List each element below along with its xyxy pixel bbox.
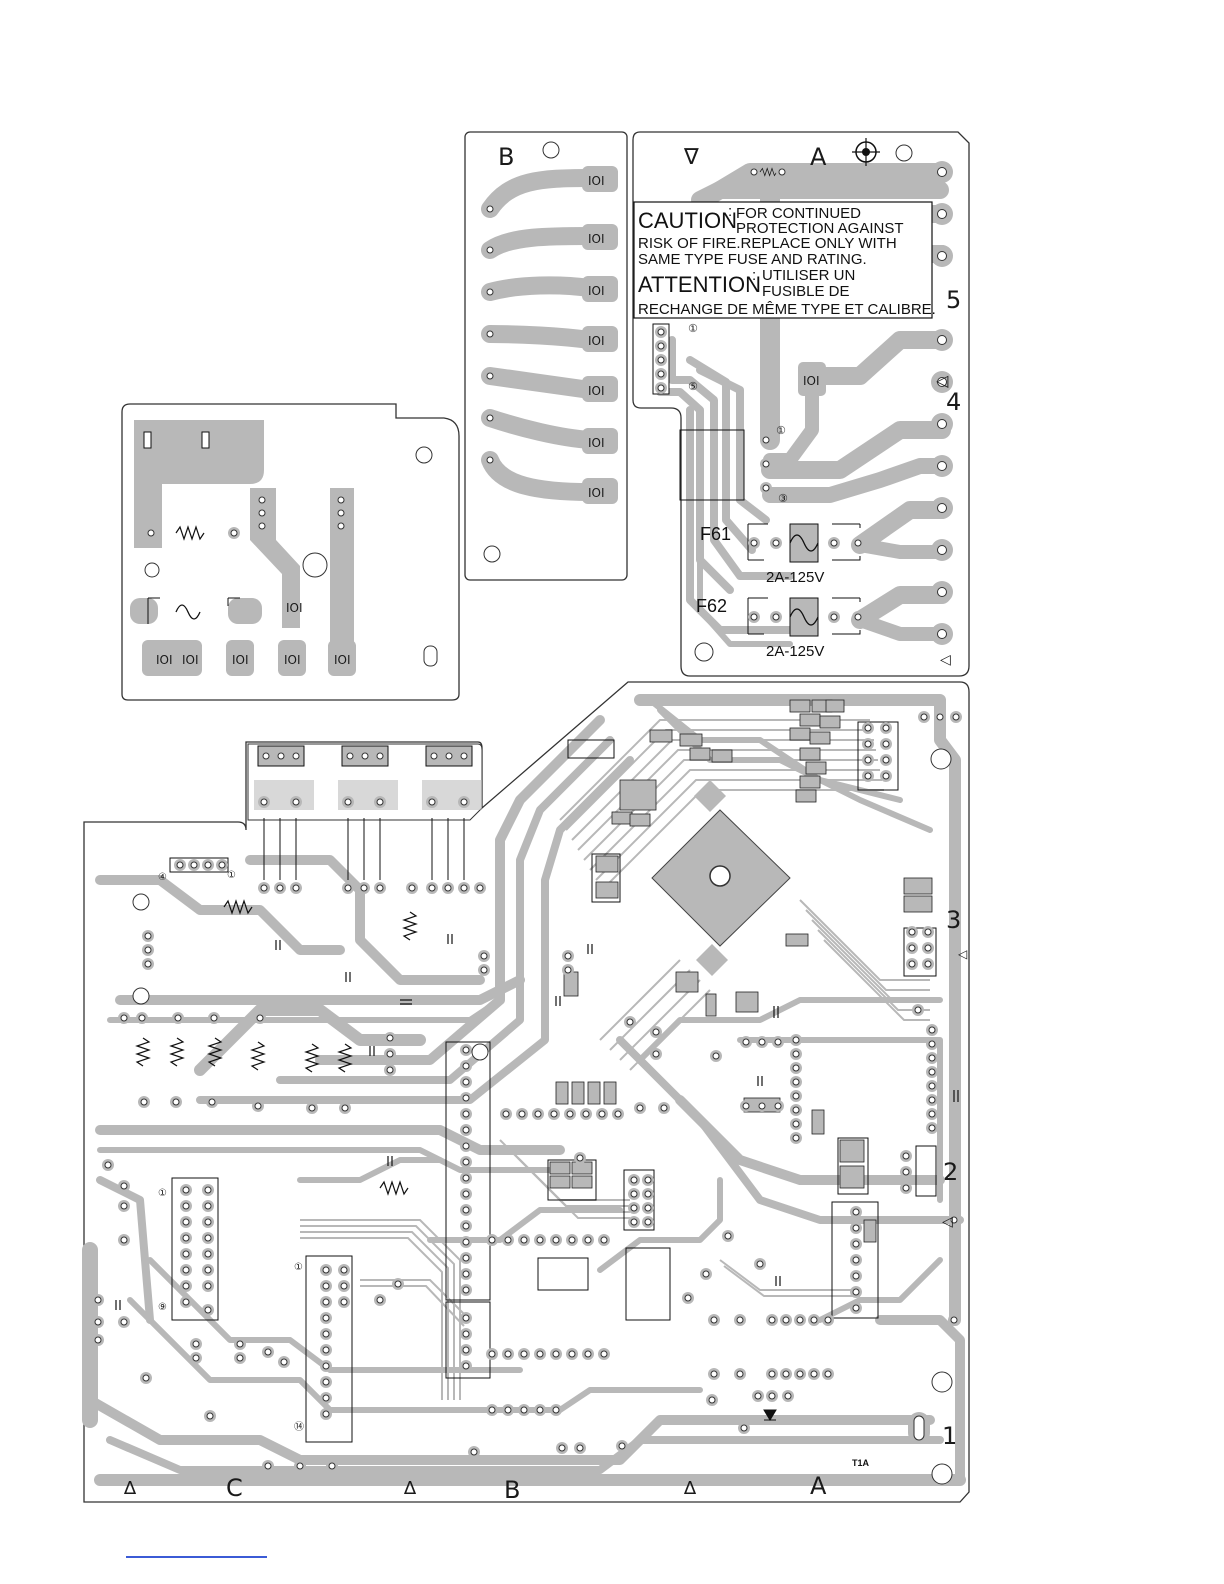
dip-ic-center-left: ① ⑭ [294,1255,353,1443]
fuse-f61-ref: F61 [700,524,731,544]
svg-text::: : [752,267,756,284]
svg-text:∆: ∆ [403,1478,417,1499]
svg-text:IOI: IOI [588,232,605,246]
svg-text:◁: ◁ [942,1214,953,1230]
left-power-board: IOI IOI IOI IOI IOI IOI [121,403,460,701]
fuse-f62-ref: F62 [696,596,727,616]
edge-number-1: 1 [942,1422,957,1450]
ic2-pin1-marker: ① [294,1262,303,1273]
bottom-zone-a: A [810,1472,827,1500]
capacitor-symbols [115,934,959,1310]
svg-text:IOI: IOI [588,486,605,500]
caution-heading: CAUTION [638,208,737,233]
fuse-board: ∇ A CAUTION : FOR CONTINUED PROTECTION A… [632,131,970,677]
fuse-f61: F61 2A-125V [700,523,865,586]
caution-line4: SAME TYPE FUSE AND RATING. [638,251,867,268]
speaker-terminal-board: B IOI IOI IOI IOI IOI IOI IOI [464,131,628,581]
bottom-zone-b: B [504,1476,520,1504]
caution-label: CAUTION : FOR CONTINUED PROTECTION AGAIN… [633,201,936,319]
main-pin-marker-1: ① [227,870,236,881]
caution-line3: RISK OF FIRE.REPLACE ONLY WITH [638,235,897,252]
main-board: ④ ① ① ⑨ ① ⑭ [82,681,970,1504]
svg-text:IOI: IOI [284,653,301,667]
svg-text:IOI: IOI [156,653,173,667]
fiducial-icon [852,138,880,166]
svg-text:IOI: IOI [588,284,605,298]
svg-text:IOI: IOI [334,653,351,667]
attention-heading: ATTENTION [638,272,761,297]
svg-text:IOI: IOI [182,653,199,667]
fuse-f62-rating: 2A-125V [766,643,824,660]
main-ic-qfp [651,809,791,947]
svg-text:∇: ∇ [683,145,699,170]
left-board-connectors: IOI IOI IOI IOI IOI IOI [142,601,356,676]
svg-text:∆: ∆ [123,1478,137,1499]
dip-ic-center [445,1041,491,1301]
svg-text:IOI: IOI [588,384,605,398]
svg-text:IOI: IOI [588,436,605,450]
caution-line6: FUSIBLE DE [762,283,850,300]
terminal-pads: IOI IOI IOI IOI IOI IOI IOI [483,166,618,504]
ic1-pin9-marker: ⑨ [158,1302,167,1313]
main-board-traces [82,694,966,1486]
svg-text::: : [728,203,732,220]
svg-text:◁: ◁ [940,652,951,668]
svg-text:∆: ∆ [683,1478,697,1499]
svg-text:IOI: IOI [232,653,249,667]
pin-marker-5: ⑤ [688,380,698,393]
edge-number-5: 5 [946,286,961,314]
top-connector-block [247,743,483,880]
footer-link-underline[interactable] [126,1556,267,1558]
terminal-traces [481,169,599,501]
fuse-f61-rating: 2A-125V [766,569,824,586]
part-code: T1A [852,1458,870,1468]
svg-text:IOI: IOI [286,601,303,615]
fuse-f62: F62 2A-125V [696,596,865,660]
edge-number-2: 2 [943,1158,958,1186]
zone-letter-b: B [498,143,514,171]
pin-marker-1b: ① [776,424,786,437]
svg-text:◁: ◁ [957,947,967,961]
dip-ic-right [831,1201,879,1319]
svg-text:IOI: IOI [803,374,820,388]
ic2-pin14-marker: ⑭ [294,1421,304,1433]
caution-line7: RECHANGE DE MÊME TYPE ET CALIBRE. [638,301,936,318]
svg-text:◁: ◁ [935,371,949,390]
pin-marker-1: ① [688,322,698,335]
svg-text:IOI: IOI [588,174,605,188]
caution-line2: PROTECTION AGAINST [736,220,904,237]
main-pin-marker-4: ④ [158,872,167,883]
ic1-pin1-marker: ① [158,1188,167,1199]
zone-letter-a: A [810,143,827,171]
edge-number-3: 3 [946,906,961,934]
edge-number-4: 4 [946,388,961,416]
caution-line1: FOR CONTINUED [736,205,861,222]
dip-ic-left: ① ⑨ [158,1177,219,1321]
smd-components [549,699,933,1243]
caution-line5: UTILISER UN [762,267,855,284]
bottom-zone-c: C [226,1474,243,1502]
svg-text:IOI: IOI [588,334,605,348]
pin-marker-3: ③ [778,492,788,505]
